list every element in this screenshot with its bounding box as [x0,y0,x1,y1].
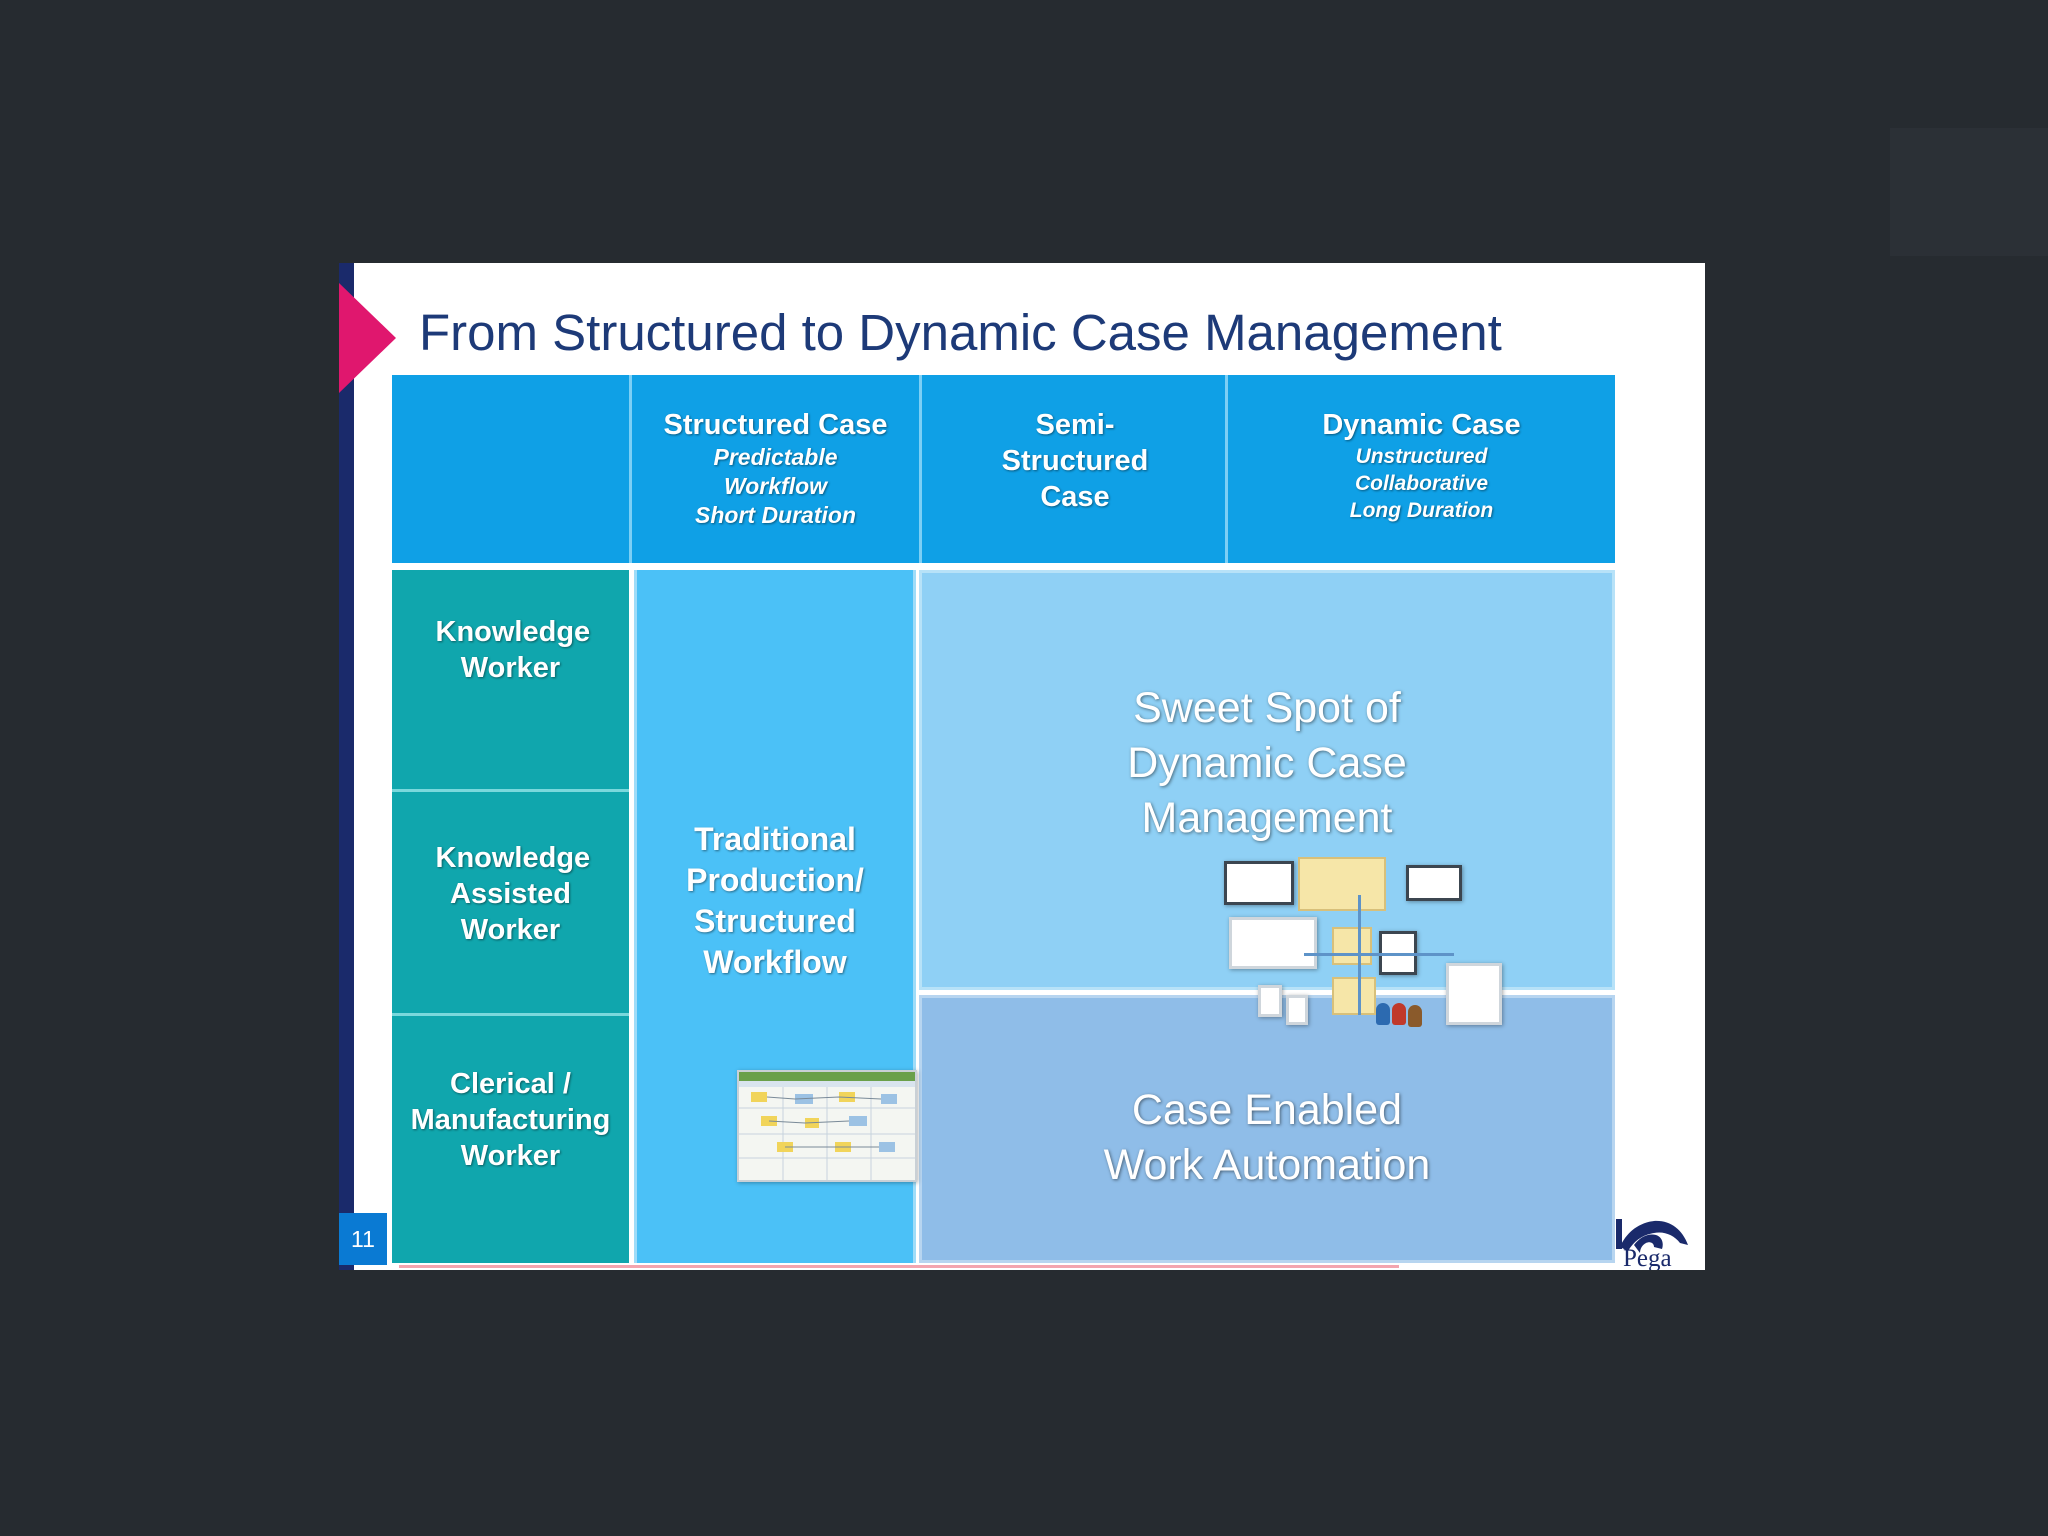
connector-line [1304,953,1454,956]
user-folder-icon [1332,927,1372,965]
person-icon [1392,1003,1406,1025]
work-automation-text: Case Enabled Work Automation [922,1083,1612,1193]
case-matrix: Structured Case Predictable Workflow Sho… [392,375,1615,1263]
slide-title: From Structured to Dynamic Case Manageme… [419,304,1502,361]
presentation-slide: From Structured to Dynamic Case Manageme… [339,263,1705,1270]
header-semi-structured-case: Semi-Structured Case [922,375,1228,563]
pega-logo-text: Pega [1623,1245,1672,1270]
work-automation-region: Case Enabled Work Automation [919,995,1615,1263]
document-window-icon [1406,865,1462,901]
person-icon [1408,1005,1422,1027]
header-dynamic-sub-3: Long Duration [1349,499,1494,522]
header-dynamic-sub-2: Collaborative [1354,472,1489,495]
user-folder-icon [1332,977,1376,1015]
header-dynamic-sub-1: Unstructured [1355,445,1488,468]
page-number: 11 [339,1213,387,1265]
workflow-diagram-graphic [739,1072,915,1180]
structured-workflow-label: Traditional Production/ Structured Workf… [686,821,864,980]
case-collaboration-cluster-icon [1214,855,1524,1065]
header-dynamic-case: Dynamic Case Unstructured Collaborative … [1228,375,1615,563]
structured-workflow-text: Traditional Production/ Structured Workf… [637,819,913,983]
document-stack-icon [1258,985,1282,1017]
sweet-spot-label: Sweet Spot of Dynamic Case Management [1127,684,1407,842]
footer-line [399,1265,1399,1268]
workflow-screenshot-icon [737,1070,917,1182]
pega-logo [1616,1219,1688,1253]
corner-overlay [1890,128,2048,256]
row-label-knowledge-worker: Knowledge Worker [392,570,629,792]
header-structured-case: Structured Case Predictable Workflow Sho… [632,375,922,563]
header-structured-sub-3: Short Duration [695,502,856,528]
case-folder-icon [1298,857,1386,911]
dashboard-window-icon [1229,917,1317,969]
header-semi-structured-title: Semi-Structured Case [1001,409,1149,513]
row-label-clerical-worker: Clerical / Manufacturing Worker [392,1016,629,1263]
form-page-icon [1446,963,1502,1025]
row-label-text: Clerical / Manufacturing Worker [410,1068,611,1172]
document-stack-icon [1286,995,1308,1025]
sweet-spot-text: Sweet Spot of Dynamic Case Management [922,681,1612,846]
header-dynamic-title: Dynamic Case [1322,409,1521,441]
work-automation-label: Case Enabled Work Automation [1103,1086,1431,1189]
slide-left-bar [339,263,354,1270]
person-icon [1376,1003,1390,1025]
row-label-text: Knowledge Assisted Worker [435,842,591,946]
title-arrow-icon [339,283,396,393]
row-label-text: Knowledge Worker [435,616,591,684]
header-structured-sub-2: Workflow [723,473,828,499]
header-structured-title: Structured Case [663,409,888,441]
document-window-icon [1224,861,1294,905]
row-label-knowledge-assisted-worker: Knowledge Assisted Worker [392,792,629,1016]
header-corner-cell [392,375,632,563]
header-structured-sub-1: Predictable [713,444,838,470]
